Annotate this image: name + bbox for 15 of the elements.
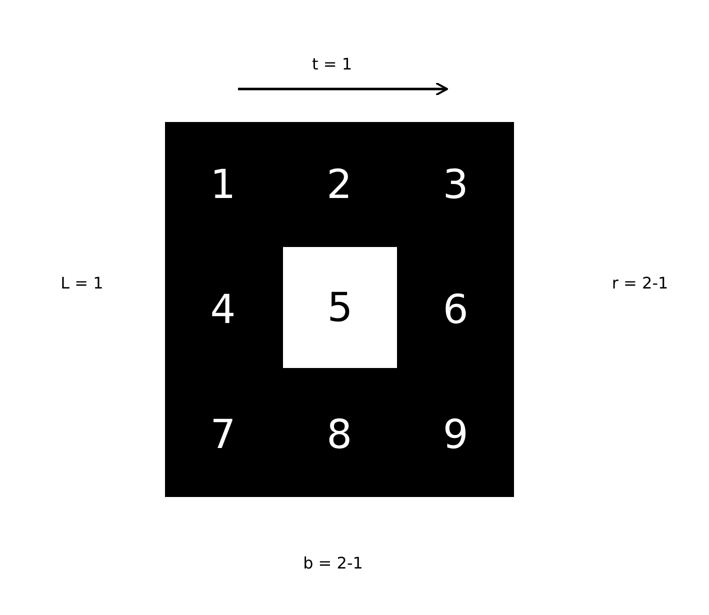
- parameter-label: t = 1: [312, 54, 352, 74]
- parameter-label: r = 2-1: [612, 274, 668, 292]
- highlighted-cell: [283, 247, 397, 368]
- cell-number: 8: [309, 410, 370, 460]
- grid-background: [165, 122, 514, 497]
- cell-number: 9: [426, 410, 486, 460]
- cell-number: 6: [426, 285, 486, 335]
- cell-number: 5: [327, 288, 353, 328]
- cell-number: 2: [309, 160, 370, 210]
- parameter-label: b = 2-1: [303, 554, 363, 572]
- parameter-label: L = 1: [60, 274, 104, 292]
- cell-number: 4: [193, 285, 253, 335]
- cell-number: 7: [193, 410, 253, 460]
- cell-number: 3: [426, 160, 486, 210]
- cell-number: 1: [193, 160, 253, 210]
